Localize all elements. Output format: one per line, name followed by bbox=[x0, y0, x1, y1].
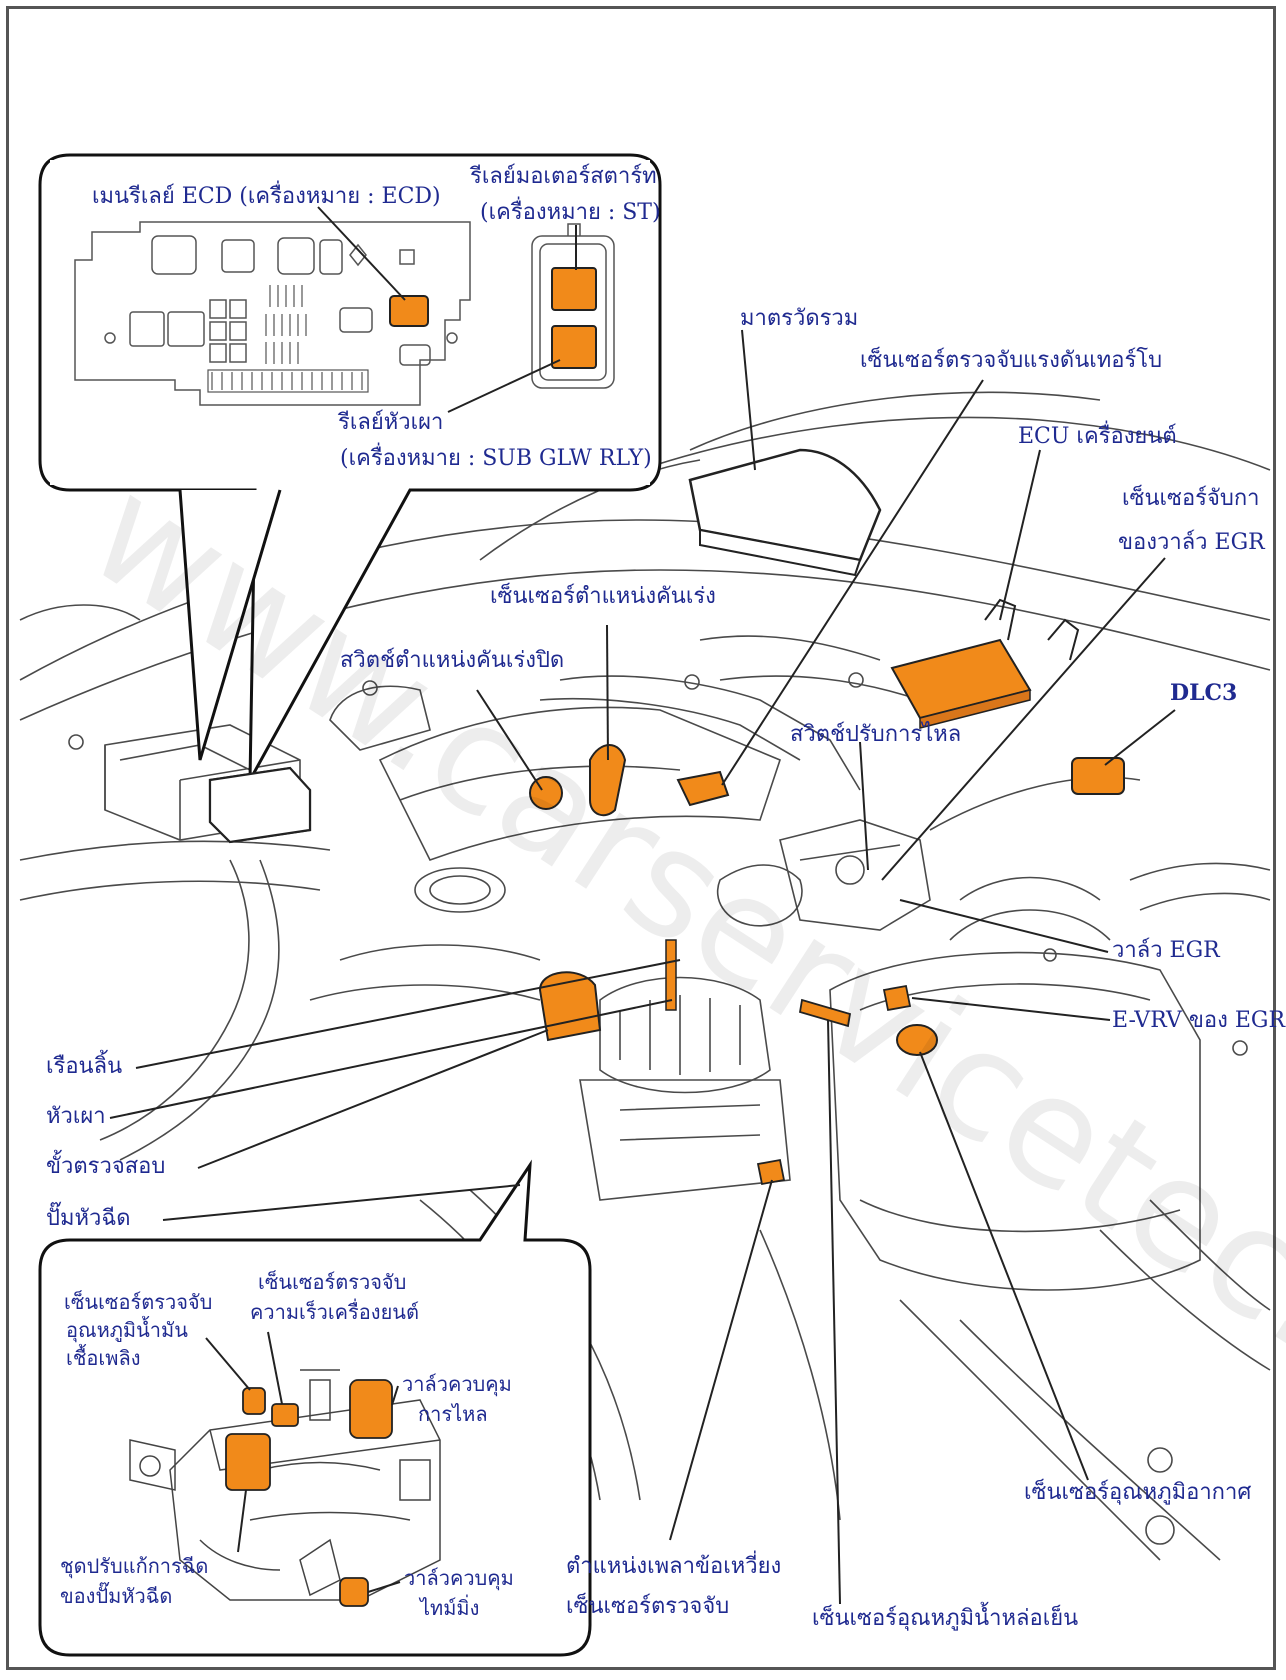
label-crank-sensor-2: เซ็นเซอร์ตรวจจับ bbox=[566, 1594, 730, 1619]
turbo-sensor-part bbox=[676, 770, 730, 807]
label-egr-position-1: เซ็นเซอร์จับกา bbox=[1122, 486, 1260, 511]
label-egr-position-2: ของวาล์ว EGR bbox=[1118, 530, 1265, 555]
timing-valve-part bbox=[339, 1577, 369, 1607]
speed-sensor-part bbox=[271, 1403, 299, 1427]
fuse-box-main bbox=[208, 766, 312, 844]
coolant-sensor-part bbox=[798, 998, 852, 1028]
label-flow-adjust-switch: สวิตช์ปรับการไหล bbox=[790, 722, 962, 747]
label-starter-relay-2: (เครื่องหมาย : ST) bbox=[480, 200, 661, 225]
label-coolant-temp: เซ็นเซอร์อุณหภูมิน้ำหล่อเย็น bbox=[812, 1606, 1079, 1631]
fuel-temp-sensor-part bbox=[242, 1387, 266, 1415]
starter-relay-block bbox=[551, 267, 597, 311]
label-spill-valve-1: วาล์วควบคุม bbox=[402, 1372, 512, 1396]
crank-sensor-part bbox=[756, 1158, 786, 1186]
spill-valve-part bbox=[349, 1379, 393, 1439]
label-engine-ecu: ECU เครื่องยนต์ bbox=[1018, 424, 1177, 449]
label-check-terminal: ขั้วตรวจสอบ bbox=[46, 1154, 166, 1179]
label-combination-meter: มาตรวัดรวม bbox=[740, 306, 859, 331]
check-terminal-part bbox=[538, 971, 602, 1042]
label-timing-valve-1: วาล์วควบคุม bbox=[404, 1566, 514, 1590]
intake-temp-sensor-part bbox=[896, 1024, 938, 1056]
label-correction-unit-2: ของปั๊มหัวฉีด bbox=[60, 1584, 173, 1608]
correction-unit-part bbox=[225, 1433, 271, 1491]
label-timing-valve-2: ไทม์มิ่ง bbox=[420, 1596, 480, 1620]
label-egr-valve: วาล์ว EGR bbox=[1112, 938, 1220, 963]
label-throttle: เรือนลิ้น bbox=[46, 1054, 123, 1079]
leader-lines bbox=[109, 206, 1176, 1605]
label-glow-relay-2: (เครื่องหมาย : SUB GLW RLY) bbox=[340, 446, 652, 471]
label-fuel-temp-1: เซ็นเซอร์ตรวจจับ bbox=[64, 1290, 213, 1314]
relay-holder bbox=[531, 223, 615, 389]
label-turbo-sensor: เซ็นเซอร์ตรวจจับแรงดันเทอร์โบ bbox=[860, 348, 1163, 373]
label-injection-pump: ปั๊มหัวฉีด bbox=[46, 1206, 131, 1231]
glow-plug-part bbox=[665, 939, 677, 1011]
label-main-relay: เมนรีเลย์ ECD (เครื่องหมาย : ECD) bbox=[92, 184, 441, 209]
label-speed-sensor-1: เซ็นเซอร์ตรวจจับ bbox=[258, 1270, 407, 1294]
label-accel-position-sensor: เซ็นเซอร์ตำแหน่งคันเร่ง bbox=[490, 584, 716, 609]
label-glow-plug: หัวเผา bbox=[46, 1104, 106, 1129]
label-correction-unit-1: ชุดปรับแก้การฉีด bbox=[60, 1554, 209, 1578]
label-dlc3: DLC3 bbox=[1170, 680, 1238, 706]
label-fuel-temp-2: อุณหภูมิน้ำมัน bbox=[66, 1318, 188, 1342]
fuse-block bbox=[74, 221, 471, 406]
label-egr-evrv: E-VRV ของ EGR bbox=[1112, 1008, 1286, 1033]
label-spill-valve-2: การไหล bbox=[418, 1402, 488, 1426]
label-glow-relay-1: รีเลย์หัวเผา bbox=[338, 410, 444, 435]
accel-sensor-part bbox=[589, 744, 627, 817]
label-starter-relay-1: รีเลย์มอเตอร์สตาร์ท bbox=[470, 164, 657, 189]
main-relay-block bbox=[389, 295, 429, 327]
dlc3-connector bbox=[1071, 757, 1125, 795]
label-intake-temp: เซ็นเซอร์อุณหภูมิอากาศ bbox=[1024, 1480, 1252, 1505]
glow-relay-block bbox=[551, 325, 597, 369]
diagram-frame bbox=[6, 6, 1276, 1670]
label-fuel-temp-3: เชื้อเพลิง bbox=[66, 1346, 141, 1370]
engine-ecu bbox=[890, 638, 1032, 720]
label-speed-sensor-2: ความเร็วเครื่องยนต์ bbox=[250, 1300, 419, 1324]
label-idle-switch: สวิตช์ตำแหน่งคันเร่งปิด bbox=[340, 648, 565, 673]
combination-meter bbox=[688, 448, 882, 562]
evrv-part bbox=[882, 984, 912, 1012]
label-crank-sensor-1: ตำแหน่งเพลาข้อเหวี่ยง bbox=[566, 1554, 782, 1579]
